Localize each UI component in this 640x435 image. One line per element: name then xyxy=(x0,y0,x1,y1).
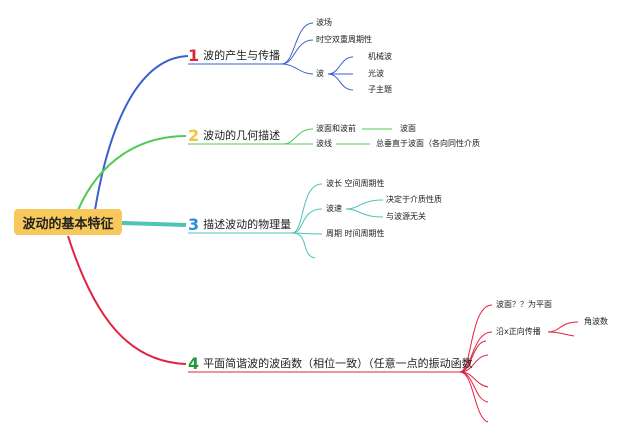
branch-1-label: 波的产生与传播 xyxy=(203,49,281,62)
leaf-light-wave[interactable]: 光波 xyxy=(368,69,384,78)
leaf-wave[interactable]: 波 xyxy=(316,69,324,78)
leaf-period[interactable]: 周期 时间周期性 xyxy=(326,229,385,238)
branch-4-label: 平面简谐波的波函数（相位一致）（任意一点的振动函数 xyxy=(203,357,473,370)
leaf-wavelength[interactable]: 波长 空间周期性 xyxy=(326,179,385,188)
leaf-wave-ray[interactable]: 波线 xyxy=(316,139,332,148)
leaf-angular-wavenumber[interactable]: 角波数 xyxy=(584,317,608,326)
branch-3-label: 描述波动的物理量 xyxy=(203,218,292,231)
branch-2-label: 波动的几何描述 xyxy=(203,129,281,142)
branch-4-number: 4 xyxy=(188,353,200,373)
branch-1-number: 1 xyxy=(188,45,200,65)
branch-2-number: 2 xyxy=(188,125,200,145)
branch-4[interactable]: 4 平面简谐波的波函数（相位一致）（任意一点的振动函数 xyxy=(188,353,473,373)
link-root-branch-4 xyxy=(67,235,187,365)
leaf-periodicity[interactable]: 时空双重周期性 xyxy=(316,35,372,44)
branch-1[interactable]: 1 波的产生与传播 xyxy=(188,45,281,65)
root-topic[interactable]: 波动的基本特征 xyxy=(14,209,122,235)
leaf-wave-speed[interactable]: 波速 xyxy=(326,204,342,213)
link-root-branch-2 xyxy=(77,135,187,211)
link-root-branch-1 xyxy=(94,55,189,211)
branch-3-number: 3 xyxy=(188,214,200,234)
leaf-wave-surface[interactable]: 波面 xyxy=(400,124,416,133)
leaf-medium-property[interactable]: 决定于介质性质 xyxy=(386,195,442,204)
leaf-wavefront[interactable]: 波面和波前 xyxy=(316,124,356,133)
leaf-positive-x[interactable]: 沿x正向传播 xyxy=(496,327,541,336)
leaf-source-independent[interactable]: 与波源无关 xyxy=(386,212,426,221)
leaf-mechanical-wave[interactable]: 机械波 xyxy=(368,52,392,61)
branch-3[interactable]: 3 描述波动的物理量 xyxy=(188,214,292,234)
leaf-wave-field[interactable]: 波场 xyxy=(316,18,332,27)
leaf-subtopic[interactable]: 子主题 xyxy=(368,85,392,94)
link-root-branch-3 xyxy=(121,221,187,227)
branch-2[interactable]: 2 波动的几何描述 xyxy=(188,125,281,145)
leaf-perpendicular[interactable]: 总垂直于波面（各向同性介质 xyxy=(376,139,480,148)
leaf-plane-wave[interactable]: 波面？？为平面 xyxy=(496,300,552,309)
